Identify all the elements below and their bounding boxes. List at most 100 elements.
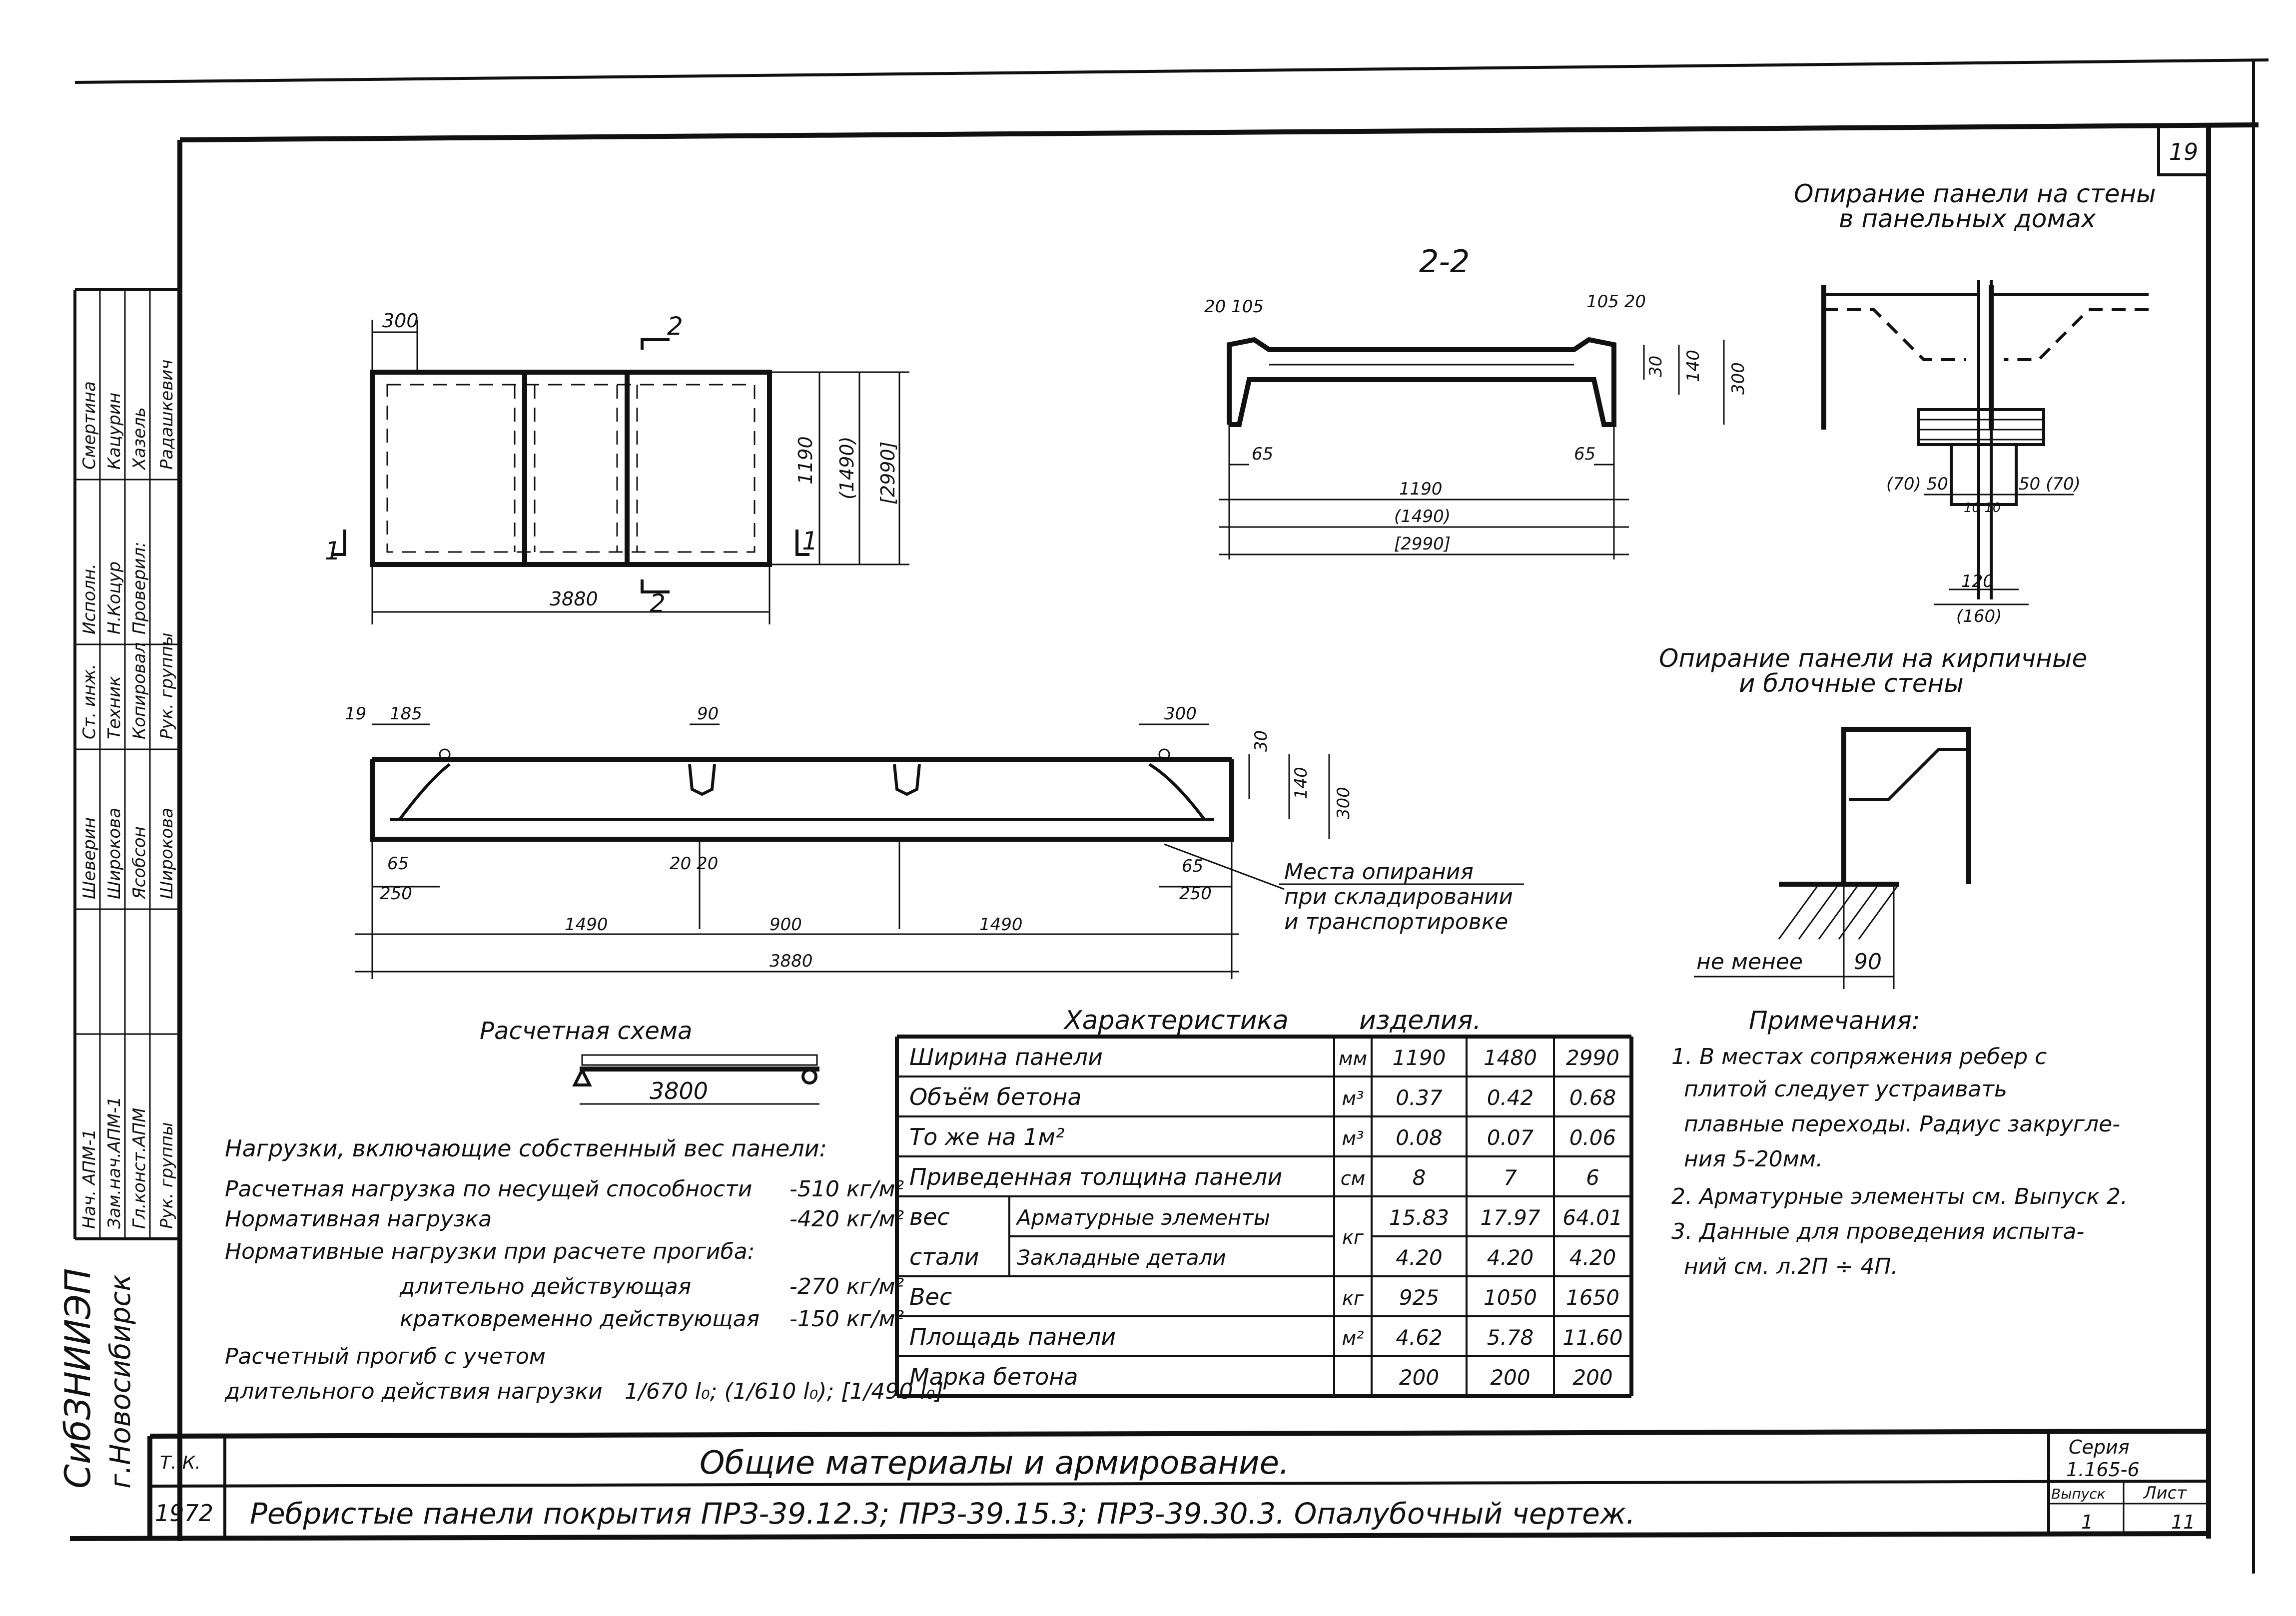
table-cell-v3: 4.20 (1569, 1245, 1616, 1270)
calc-labels: Расчетная схема 3800 (480, 1017, 708, 1104)
stamp-sheet-label: Лист (2143, 1483, 2187, 1503)
section-dim-300: 300 (1728, 362, 1748, 395)
plan-dim-1490: (1490) (836, 437, 858, 500)
loads-row-5-label: кратковременно действующая (400, 1306, 760, 1332)
wall-brick-title-1: Опирание панели на кирпичные (1659, 644, 2087, 673)
table-cell-v2: 200 (1490, 1365, 1530, 1390)
loads-row-2-label: Нормативная нагрузка (225, 1206, 492, 1232)
elev-dim-30: 30 (1251, 730, 1271, 752)
table-row-sub: Арматурные элементы (1015, 1205, 1270, 1230)
note-line-3: плавные переходы. Радиус закругле- (1684, 1111, 2120, 1137)
elev-dim-65-left: 65 (387, 854, 409, 874)
table-row-name: Вес (909, 1283, 952, 1310)
title-stamp-text: Т. К. 1972 Общие материалы и армирование… (155, 1436, 2195, 1533)
elev-dim-19: 19 (345, 704, 366, 724)
side-role-2: Зам.нач.АПМ-1 (104, 1096, 124, 1229)
char-table-title: Характеристика изделия. (1063, 1006, 1481, 1036)
note-line-4: ния 5-20мм. (1684, 1146, 1823, 1172)
section-dim-2990: [2990] (1394, 534, 1451, 554)
side-name-a4: Широкова (157, 808, 177, 899)
table-row-unit: см (1341, 1167, 1366, 1189)
loads-row-5-value: -150 кг/м² (789, 1306, 904, 1332)
wall-panel-detail (1821, 280, 2149, 605)
elevation-view (355, 723, 1330, 979)
side-name-a2: Широкова (104, 808, 124, 899)
table-row-unit: кг (1342, 1226, 1364, 1248)
plan-view (332, 320, 909, 624)
elevation-labels: 19 185 90 300 30 140 300 65 250 20 20 65… (345, 704, 1513, 971)
table-cell-v1: 1190 (1393, 1046, 1446, 1070)
plan-dim-300: 300 (382, 310, 419, 332)
table-title-a: Характеристика (1063, 1006, 1289, 1036)
section-dim-left-top: 20 105 (1204, 297, 1264, 317)
loads-row-4-value: -270 кг/м² (789, 1274, 904, 1299)
elev-dim-65-right: 65 (1182, 856, 1203, 876)
deflection-formula: 1/670 l₀; (1/610 l₀); [1/490 l₀] (625, 1379, 943, 1404)
elev-dim-90: 90 (697, 704, 719, 724)
table-row-name: Ширина панели (909, 1044, 1103, 1071)
table-row-name: вес (909, 1203, 950, 1230)
side-role-3: Гл.конст.АПМ (129, 1107, 149, 1229)
section-dim-1190: 1190 (1399, 479, 1443, 499)
table-cell-v2: 4.20 (1487, 1245, 1534, 1270)
table-row-name: Площадь панели (909, 1323, 1116, 1350)
section-dim-1490: (1490) (1394, 507, 1451, 527)
table-cell-v2: 1480 (1484, 1046, 1537, 1070)
table-cell-v2: 0.42 (1487, 1085, 1534, 1110)
side-name-b2: Н.Коцур (104, 561, 124, 634)
table-row-unit: м³ (1342, 1087, 1364, 1109)
table-cell-v3: 6 (1586, 1165, 1599, 1190)
section-dim-right-top: 105 20 (1586, 292, 1646, 312)
table-cell-v3: 11.60 (1562, 1325, 1622, 1350)
stamp-tk: Т. К. (160, 1453, 201, 1473)
wall-brick-labels: Опирание панели на кирпичные и блочные с… (1659, 644, 2087, 975)
stamp-issue-label: Выпуск (2051, 1486, 2106, 1502)
note-line-6: 3. Данные для проведения испыта- (1671, 1219, 2084, 1244)
table-row-sub: Закладные детали (1017, 1245, 1226, 1270)
stamp-title-2: Ребристые панели покрытия ПРЗ-39.12.3; П… (250, 1497, 1635, 1531)
table-cell-v1: 200 (1399, 1365, 1439, 1390)
elev-dim-300v: 300 (1334, 787, 1354, 819)
elev-dim-250-right: 250 (1179, 884, 1212, 904)
table-cell-v1: 8 (1413, 1165, 1426, 1190)
plan-dim-2990: [2990] (877, 442, 899, 505)
plan-section-right: 1 (802, 527, 818, 555)
loads-header: Нагрузки, включающие собственный вес пан… (225, 1135, 827, 1162)
table-cell-v1: 15.83 (1389, 1205, 1449, 1230)
wall-panel-dim-10: 10 10 (1964, 501, 2001, 516)
loads-row-3-label: Нормативные нагрузки при расчете прогиба… (225, 1239, 755, 1264)
table-cell-v2: 1050 (1484, 1285, 1537, 1310)
table-cell-v1: 925 (1399, 1285, 1439, 1310)
calc-span: 3800 (650, 1077, 708, 1104)
table-cell-v3: 200 (1572, 1365, 1612, 1390)
org-stamp: СибЗНИИЭП г.Новосибирск (57, 1268, 137, 1489)
table-row-unit: мм (1339, 1048, 1367, 1070)
calc-title: Расчетная схема (480, 1017, 692, 1045)
section-title: 2-2 (1419, 243, 1470, 280)
stamp-title-1: Общие материалы и армирование. (700, 1445, 1289, 1482)
title-stamp (147, 1429, 2209, 1539)
side-name-c4: Радашкевич (157, 360, 177, 470)
table-cell-v2: 0.07 (1487, 1125, 1534, 1150)
wall-panel-dim-left: (70) 50 (1886, 474, 1948, 494)
side-stamp (73, 288, 180, 1240)
note-line-7: ний см. л.2П ÷ 4П. (1684, 1254, 1898, 1279)
table-cell-v1: 0.08 (1396, 1125, 1443, 1150)
table-cell-v2: 5.78 (1487, 1325, 1534, 1350)
elev-dim-250-left: 250 (380, 884, 412, 904)
table-cell-v2: 7 (1504, 1165, 1517, 1190)
note-line-1: 1. В местах сопряжения ребер с (1671, 1044, 2047, 1070)
table-cell-v3: 1650 (1566, 1285, 1619, 1310)
side-name-b1: Исполн. (79, 563, 99, 634)
section-dim-30: 30 (1646, 356, 1666, 377)
plan-section-left: 1 (325, 537, 341, 565)
stamp-sheet-value: 11 (2171, 1511, 2195, 1533)
calc-scheme (572, 1054, 819, 1105)
table-row-unit: кг (1342, 1287, 1364, 1309)
table-title-b: изделия. (1359, 1006, 1481, 1036)
note-line-2: плитой следует устраивать (1684, 1077, 2007, 1102)
table-cell-v2: 17.97 (1480, 1205, 1540, 1230)
table-cell-v3: 0.68 (1569, 1085, 1616, 1110)
loads-row-1-label: Расчетная нагрузка по несущей способност… (225, 1176, 752, 1202)
